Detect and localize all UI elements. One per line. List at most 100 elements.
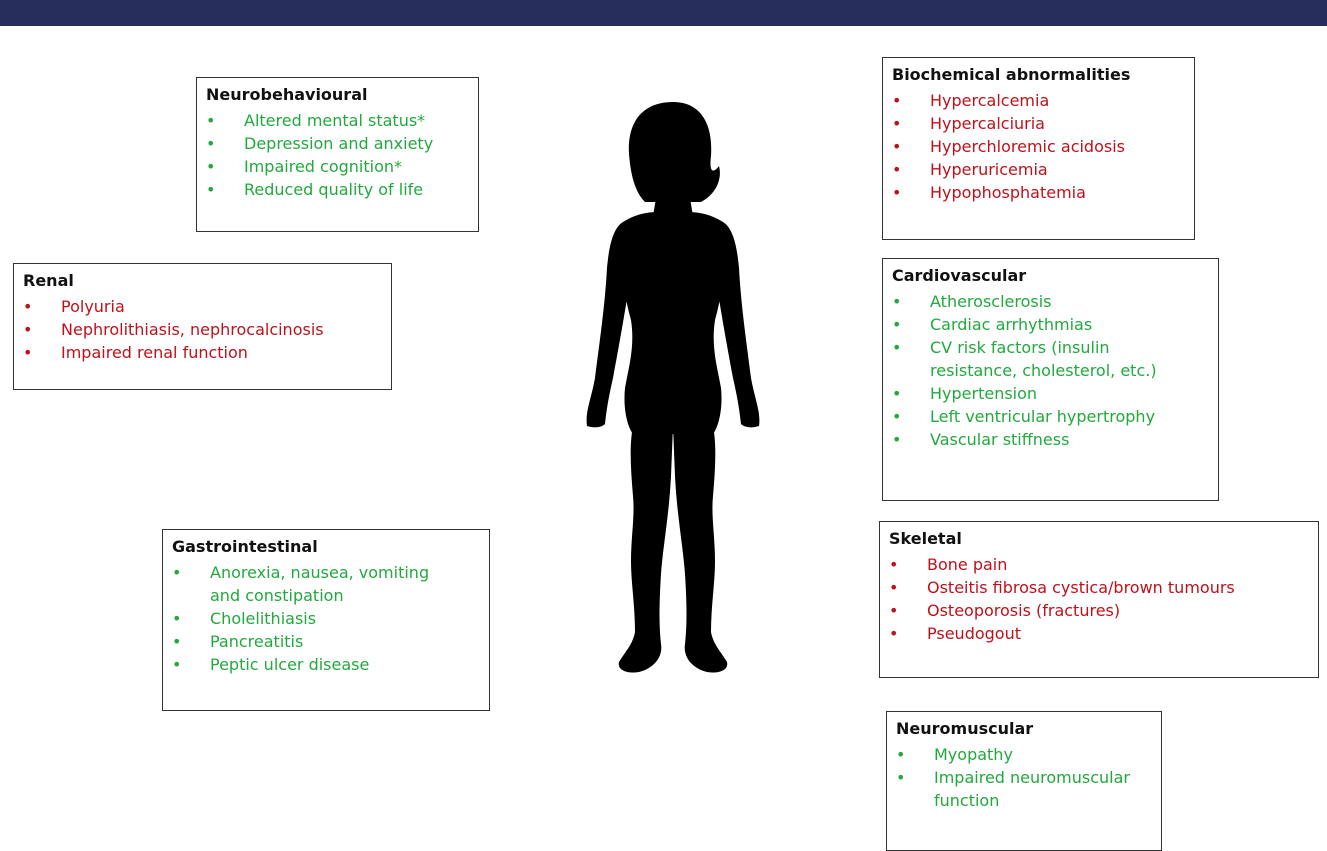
- neuromuscular-box: Neuromuscular •Myopathy• Impaired neuromu…: [886, 711, 1162, 851]
- bullet-dot-icon: •: [892, 181, 904, 204]
- list-item: • Vascular stiffness: [892, 428, 1210, 451]
- box-title: Neuromuscular: [896, 718, 1153, 740]
- item-list: • Altered mental status* • Depression and a…: [206, 109, 470, 201]
- item-text: Hyperuricemia: [930, 160, 1048, 179]
- item-text: Cardiac arrhythmias: [930, 315, 1092, 334]
- list-item: • Impaired renal function: [23, 341, 383, 364]
- item-text-continued: function: [934, 789, 1153, 812]
- item-text: Impaired cognition*: [244, 157, 402, 176]
- bullet-dot-icon: •: [23, 318, 35, 341]
- list-item: • Osteoporosis (fractures): [889, 599, 1310, 622]
- item-text: Impaired renal function: [61, 343, 248, 362]
- item-text: Hyperchloremic acidosis: [930, 137, 1125, 156]
- list-item: • Nephrolithiasis, nephrocalcinosis: [23, 318, 383, 341]
- item-text: Altered mental status*: [244, 111, 425, 130]
- list-item: • Pseudogout: [889, 622, 1310, 645]
- list-item: • Pancreatitis: [172, 630, 481, 653]
- box-title: Skeletal: [889, 528, 1310, 550]
- item-text: Impaired neuromuscular: [934, 768, 1130, 787]
- list-item: • Cardiac arrhythmias: [892, 313, 1210, 336]
- list-item: • Atherosclerosis: [892, 290, 1210, 313]
- item-text: Nephrolithiasis, nephrocalcinosis: [61, 320, 324, 339]
- bullet-dot-icon: •: [896, 766, 908, 789]
- neurobehavioural-box: Neurobehavioural • Altered mental status*…: [196, 77, 479, 232]
- bullet-dot-icon: •: [892, 112, 904, 135]
- bullet-dot-icon: •: [889, 553, 901, 576]
- bullet-dot-icon: •: [896, 743, 908, 766]
- bullet-dot-icon: •: [892, 382, 904, 405]
- renal-box: Renal •Polyuria•Nephrolithiasis, nephroc…: [13, 263, 392, 390]
- item-list: • Atherosclerosis • Cardiac arrhythmias • CV …: [892, 290, 1210, 451]
- box-title: Gastrointestinal: [172, 536, 481, 558]
- item-text: Osteitis fibrosa cystica/brown tumours: [927, 578, 1235, 597]
- bullet-dot-icon: •: [172, 630, 184, 653]
- bullet-dot-icon: •: [892, 290, 904, 313]
- bullet-dot-icon: •: [892, 89, 904, 112]
- list-item: • Hypercalciuria: [892, 112, 1186, 135]
- list-item: • Depression and anxiety: [206, 132, 470, 155]
- bullet-dot-icon: •: [172, 607, 184, 630]
- list-item: • Anorexia, nausea, vomiting and constipat…: [172, 561, 481, 607]
- list-item: • Osteitis fibrosa cystica/brown tumours: [889, 576, 1310, 599]
- item-text: Hypercalciuria: [930, 114, 1045, 133]
- bullet-dot-icon: •: [206, 109, 218, 132]
- bullet-dot-icon: •: [172, 653, 184, 676]
- list-item: • Impaired neuromuscular function: [896, 766, 1153, 812]
- bullet-dot-icon: •: [892, 313, 904, 336]
- bullet-dot-icon: •: [892, 135, 904, 158]
- list-item: • Hypertension: [892, 382, 1210, 405]
- box-title: Renal: [23, 270, 383, 292]
- item-text: Osteoporosis (fractures): [927, 601, 1120, 620]
- list-item: • CV risk factors (insulin resistance, cho…: [892, 336, 1210, 382]
- item-text: Reduced quality of life: [244, 180, 423, 199]
- list-item: • Bone pain: [889, 553, 1310, 576]
- item-text-continued: and constipation: [210, 584, 481, 607]
- item-list: • Hypercalcemia • Hypercalciuria • Hyperchlor…: [892, 89, 1186, 204]
- list-item: • Hypercalcemia: [892, 89, 1186, 112]
- box-title: Biochemical abnormalities: [892, 64, 1186, 86]
- human-silhouette-icon: [575, 96, 771, 680]
- item-list: • Bone pain • Osteitis fibrosa cystica/brow…: [889, 553, 1310, 645]
- bullet-dot-icon: •: [892, 158, 904, 181]
- bullet-dot-icon: •: [172, 561, 184, 584]
- item-text: Peptic ulcer disease: [210, 655, 369, 674]
- list-item: • Hyperuricemia: [892, 158, 1186, 181]
- list-item: • Peptic ulcer disease: [172, 653, 481, 676]
- list-item: •Hypophosphatemia: [892, 181, 1186, 204]
- list-item: • Hyperchloremic acidosis: [892, 135, 1186, 158]
- item-text: Hypertension: [930, 384, 1037, 403]
- item-text: Pancreatitis: [210, 632, 303, 651]
- box-title: Cardiovascular: [892, 265, 1210, 287]
- item-text: Vascular stiffness: [930, 430, 1069, 449]
- bullet-dot-icon: •: [23, 341, 35, 364]
- item-list: •Polyuria•Nephrolithiasis, nephrocalcino…: [23, 295, 383, 364]
- item-text: Atherosclerosis: [930, 292, 1052, 311]
- list-item: •Left ventricular hypertrophy: [892, 405, 1210, 428]
- list-item: •Polyuria: [23, 295, 383, 318]
- skeletal-box: Skeletal • Bone pain • Osteitis fibrosa cys…: [879, 521, 1319, 678]
- bullet-dot-icon: •: [892, 405, 904, 428]
- list-item: • Altered mental status*: [206, 109, 470, 132]
- bullet-dot-icon: •: [206, 132, 218, 155]
- bullet-dot-icon: •: [889, 576, 901, 599]
- item-text: Depression and anxiety: [244, 134, 433, 153]
- bullet-dot-icon: •: [892, 428, 904, 451]
- bullet-dot-icon: •: [889, 622, 901, 645]
- item-text: Anorexia, nausea, vomiting: [210, 563, 429, 582]
- bullet-dot-icon: •: [889, 599, 901, 622]
- item-text: Polyuria: [61, 297, 125, 316]
- item-list: •Myopathy• Impaired neuromuscular function: [896, 743, 1153, 812]
- item-text: Pseudogout: [927, 624, 1021, 643]
- list-item: •Myopathy: [896, 743, 1153, 766]
- gastrointestinal-box: Gastrointestinal • Anorexia, nausea, vomi…: [162, 529, 490, 711]
- item-text: CV risk factors (insulin: [930, 338, 1110, 357]
- item-text: Hypercalcemia: [930, 91, 1049, 110]
- list-item: •Reduced quality of life: [206, 178, 470, 201]
- bullet-dot-icon: •: [892, 336, 904, 359]
- item-text: Cholelithiasis: [210, 609, 316, 628]
- cardiovascular-box: Cardiovascular • Atherosclerosis • Cardiac …: [882, 258, 1219, 501]
- list-item: • Cholelithiasis: [172, 607, 481, 630]
- box-title: Neurobehavioural: [206, 84, 470, 106]
- item-text: Bone pain: [927, 555, 1007, 574]
- item-text-continued: resistance, cholesterol, etc.): [930, 359, 1210, 382]
